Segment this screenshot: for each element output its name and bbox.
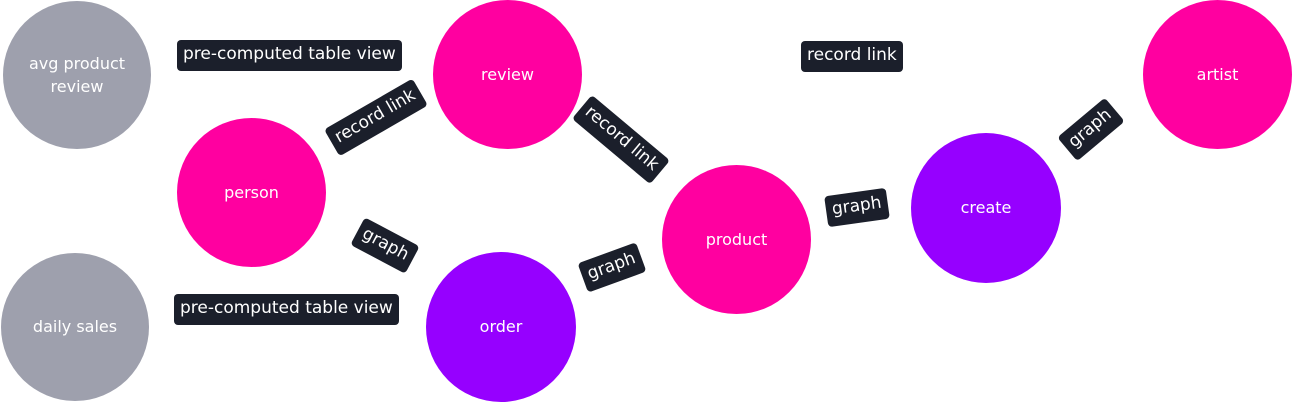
node-order-label: order — [479, 317, 523, 337]
edge-label-top-record-link: record link — [801, 41, 903, 72]
node-product: product — [662, 165, 811, 314]
edge-label-person-order: graph — [350, 217, 420, 274]
edge-label-person-review: record link — [324, 78, 428, 157]
node-avg-product-review-line2: review — [50, 77, 104, 96]
node-daily-sales: daily sales — [1, 253, 149, 401]
node-review: review — [433, 0, 582, 149]
edge-label-view-avg-review: pre-computed table view — [177, 40, 402, 71]
node-avg-product-review-line1: avg product — [28, 53, 126, 73]
node-create: create — [911, 133, 1061, 283]
edge-label-review-product: record link — [571, 94, 670, 185]
edge-label-product-create: graph — [824, 187, 890, 228]
node-artist: artist — [1143, 0, 1292, 149]
edge-label-view-daily-sales: pre-computed table view — [174, 294, 399, 325]
edge-label-order-product: graph — [577, 242, 647, 293]
edge-label-create-artist: graph — [1057, 97, 1125, 162]
node-avg-product-review: avg product review — [3, 1, 151, 149]
node-review-label: review — [481, 64, 534, 84]
node-daily-sales-label: daily sales — [32, 317, 118, 337]
node-product-label: product — [705, 229, 768, 249]
node-person-label: person — [224, 182, 279, 202]
node-create-label: create — [960, 198, 1012, 218]
node-artist-label: artist — [1196, 64, 1239, 84]
node-person: person — [177, 118, 326, 267]
node-order: order — [426, 252, 576, 402]
